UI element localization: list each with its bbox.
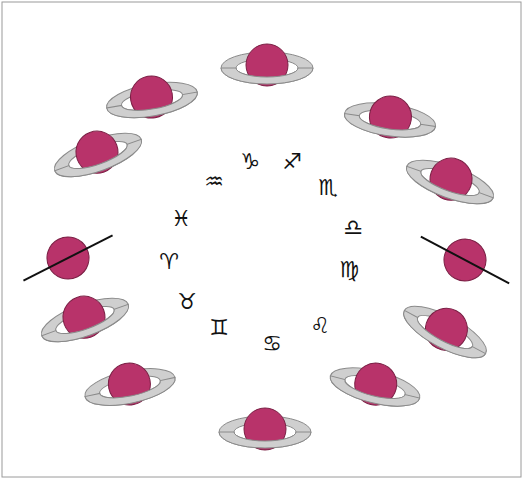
zodiac-sign: ♍: [339, 259, 359, 281]
saturn: [219, 408, 311, 450]
saturn: [396, 289, 497, 369]
saturn: [47, 117, 148, 188]
saturn-edge-on: [411, 218, 519, 302]
zodiac-sign: ♊: [209, 317, 229, 339]
zodiac-sign: ♈: [159, 251, 179, 273]
zodiac-sign: ♉: [177, 291, 197, 313]
zodiac-sign: ♐: [282, 151, 302, 173]
saturn: [326, 353, 425, 416]
zodiac-sign: ♒: [204, 171, 224, 193]
zodiac-sign: ♎: [343, 217, 363, 239]
zodiac-sign: ♓: [171, 208, 191, 230]
saturn: [34, 282, 135, 353]
zodiac-sign: ♏: [318, 177, 338, 199]
zodiac-sign: ♌: [310, 315, 330, 337]
saturn: [221, 44, 313, 86]
saturn: [103, 68, 201, 125]
saturn-edge-on: [14, 217, 122, 300]
saturn: [342, 90, 439, 144]
saturn: [401, 144, 502, 215]
saturn: [80, 354, 179, 414]
zodiac-sign: ♋: [262, 333, 282, 355]
zodiac-sign: ♑: [240, 151, 260, 173]
